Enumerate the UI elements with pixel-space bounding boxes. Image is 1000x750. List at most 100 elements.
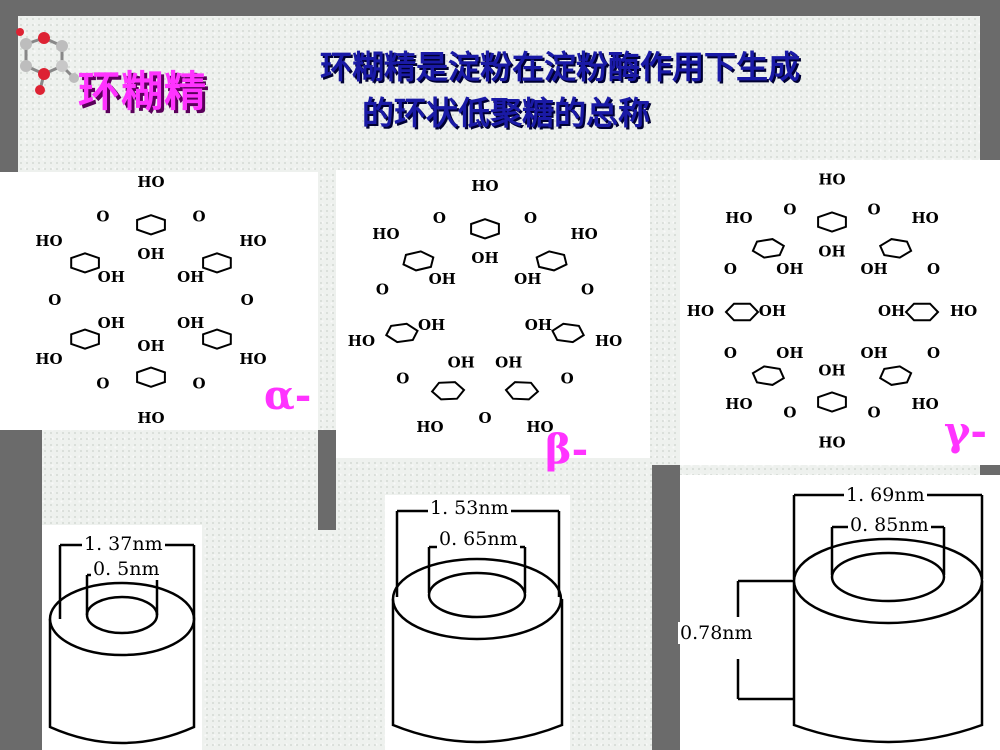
glycosidic-oxygen: O — [376, 281, 389, 299]
glucose-unit — [535, 250, 568, 272]
alpha-label: α- — [264, 372, 312, 419]
hydroxyl-label: OH — [98, 268, 125, 286]
hydroxyl-label: OH — [471, 249, 498, 267]
middle-dark-strip — [318, 430, 336, 530]
hydroxyl-label: OH — [448, 353, 475, 371]
hydroxyl-label: HO — [137, 409, 164, 427]
hydroxyl-label: HO — [818, 170, 845, 188]
glucose-unit — [904, 302, 940, 322]
alpha-inner-diameter: 0. 5nm — [91, 558, 162, 580]
hydroxyl-label: OH — [495, 353, 522, 371]
glucose-unit — [751, 238, 786, 259]
hydroxyl-label: HO — [372, 225, 399, 243]
glucose-unit — [202, 328, 232, 350]
glucose-unit — [878, 365, 913, 386]
glucose-unit — [70, 328, 100, 350]
glycosidic-oxygen: O — [48, 291, 61, 309]
glycosidic-oxygen: O — [724, 260, 737, 278]
glucose-unit — [551, 322, 586, 344]
hydroxyl-label: OH — [137, 337, 164, 355]
glucose-unit — [70, 252, 100, 274]
alpha-outer-diameter: 1. 37nm — [82, 533, 165, 555]
hydroxyl-label: HO — [687, 302, 714, 320]
gamma-label: γ- — [944, 408, 988, 455]
hydroxyl-label: HO — [725, 209, 752, 227]
glycosidic-oxygen: O — [927, 344, 940, 362]
hydroxyl-label: HO — [471, 177, 498, 195]
glucose-unit — [504, 381, 540, 401]
glycosidic-oxygen: O — [433, 209, 446, 227]
subtitle-line-2: 的环状低聚糖的总称 — [362, 94, 651, 132]
hydroxyl-label: HO — [416, 418, 443, 436]
hydroxyl-label: HO — [818, 434, 845, 452]
hydroxyl-label: OH — [878, 302, 905, 320]
hydroxyl-label: OH — [514, 270, 541, 288]
glucose-unit — [430, 381, 466, 401]
hydroxyl-label: OH — [818, 242, 845, 260]
hydroxyl-label: HO — [35, 350, 62, 368]
gamma-outer-diameter: 1. 69nm — [844, 484, 927, 506]
glycosidic-oxygen: O — [581, 281, 594, 299]
hydroxyl-label: HO — [348, 332, 375, 350]
beta-structure-panel — [336, 170, 650, 458]
gamma-inner-diameter: 0. 85nm — [848, 514, 931, 536]
glycosidic-oxygen: O — [868, 404, 881, 422]
hydroxyl-label: OH — [525, 316, 552, 334]
hydroxyl-label: HO — [239, 232, 266, 250]
glycosidic-oxygen: O — [868, 200, 881, 218]
glucose-unit — [724, 302, 760, 322]
beta-outer-diameter: 1. 53nm — [428, 497, 511, 519]
gamma-height: 0.78nm — [678, 622, 755, 644]
glucose-unit — [751, 365, 786, 386]
hydroxyl-label: HO — [239, 350, 266, 368]
hydroxyl-label: HO — [725, 395, 752, 413]
glucose-unit — [402, 250, 435, 272]
beta-inner-diameter: 0. 65nm — [437, 528, 520, 550]
glucose-unit — [136, 214, 166, 236]
hydroxyl-label: HO — [595, 332, 622, 350]
glycosidic-oxygen: O — [396, 370, 409, 388]
hydroxyl-label: OH — [177, 314, 204, 332]
glycosidic-oxygen: O — [524, 209, 537, 227]
hydroxyl-label: OH — [137, 245, 164, 263]
hydroxyl-label: HO — [950, 302, 977, 320]
hydroxyl-label: OH — [759, 302, 786, 320]
glycosidic-oxygen: O — [783, 404, 796, 422]
glycosidic-oxygen: O — [96, 374, 109, 392]
hydroxyl-label: OH — [860, 344, 887, 362]
glycosidic-oxygen: O — [193, 374, 206, 392]
glycosidic-oxygen: O — [241, 291, 254, 309]
glycosidic-oxygen: O — [724, 344, 737, 362]
glucose-unit — [817, 211, 847, 233]
glucose-unit — [202, 252, 232, 274]
glucose-unit — [136, 366, 166, 388]
glucose-unit — [817, 391, 847, 413]
alpha-structure-panel — [0, 172, 318, 430]
hydroxyl-label: OH — [177, 268, 204, 286]
hydroxyl-label: OH — [776, 260, 803, 278]
glycosidic-oxygen: O — [193, 208, 206, 226]
glycosidic-oxygen: O — [96, 208, 109, 226]
hydroxyl-label: OH — [818, 362, 845, 380]
hydroxyl-label: HO — [911, 209, 938, 227]
gamma-structure-panel — [680, 160, 1000, 465]
glucose-unit — [878, 238, 913, 259]
page-title: 环糊精 — [78, 67, 208, 116]
right-dark-strip — [652, 465, 680, 750]
glycosidic-oxygen: O — [561, 370, 574, 388]
glycosidic-oxygen: O — [783, 200, 796, 218]
hydroxyl-label: HO — [526, 418, 553, 436]
hydroxyl-label: OH — [418, 316, 445, 334]
glycosidic-oxygen: O — [927, 260, 940, 278]
hydroxyl-label: HO — [570, 225, 597, 243]
glucose-unit — [470, 218, 500, 240]
hydroxyl-label: OH — [98, 314, 125, 332]
beta-label: β- — [545, 426, 589, 473]
hydroxyl-label: HO — [35, 232, 62, 250]
molecule-logo-icon — [16, 28, 79, 95]
hydroxyl-label: OH — [776, 344, 803, 362]
glucose-unit — [384, 322, 419, 344]
glycosidic-oxygen: O — [478, 409, 491, 427]
